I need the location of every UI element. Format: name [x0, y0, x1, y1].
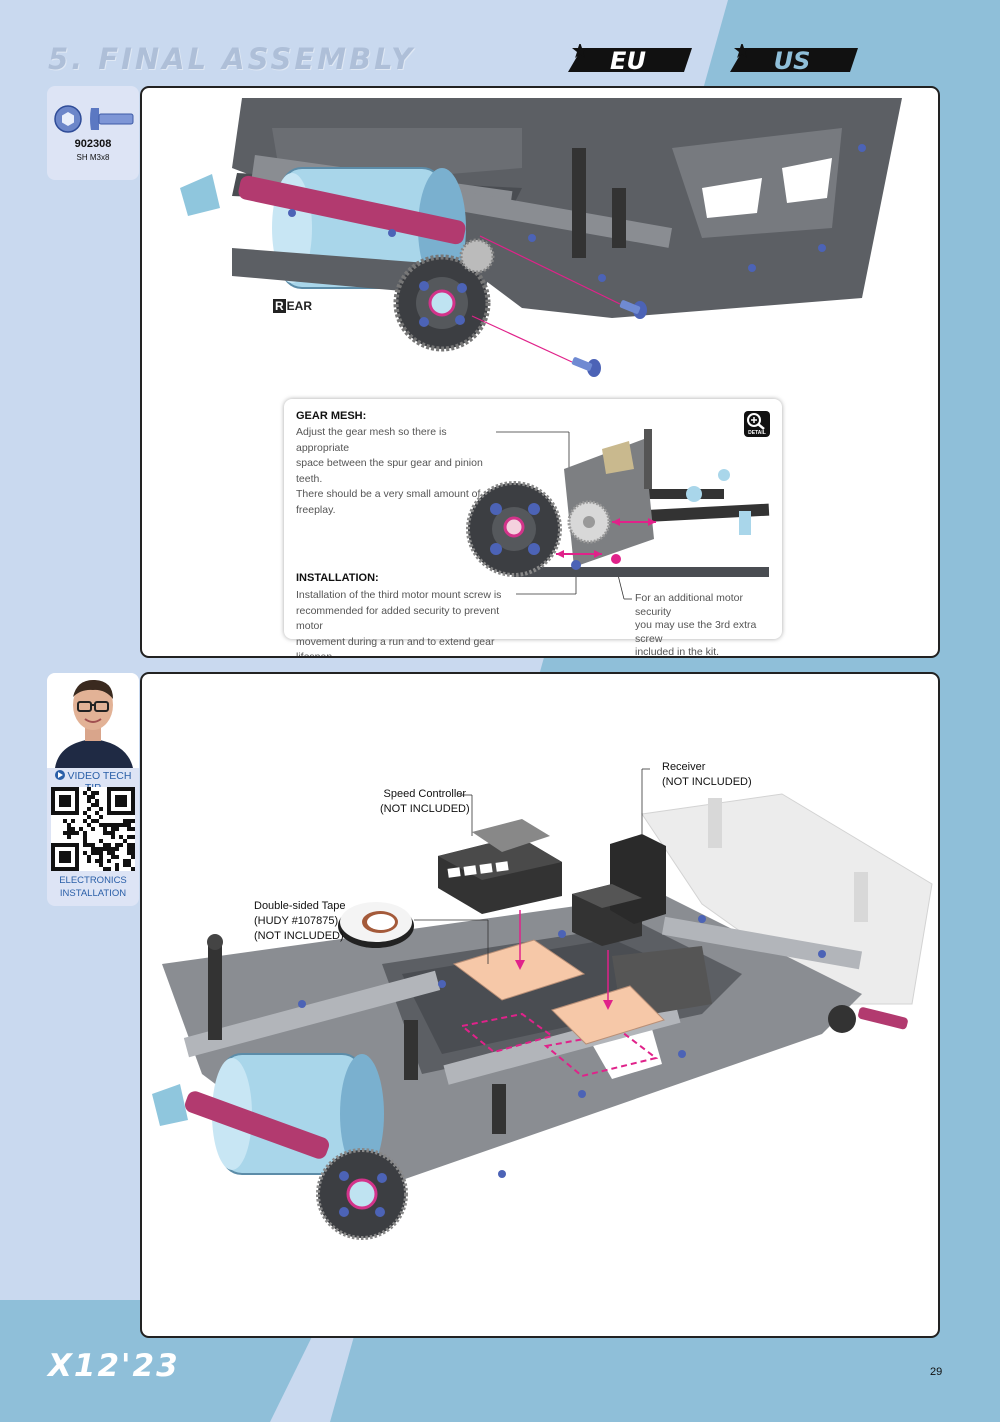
section-title: 5. FINAL ASSEMBLY: [48, 42, 416, 76]
model-logo: X12'23: [48, 1348, 180, 1384]
speed-controller-icon: [438, 819, 562, 914]
part-number: 902308: [74, 138, 112, 150]
eu-logo: EU: [568, 44, 692, 75]
receiver-callout: Receiver (NOT INCLUDED): [662, 761, 752, 788]
star-icon: [734, 44, 750, 58]
play-icon: [54, 770, 65, 780]
gear-mesh-text-line: Adjust the gear mesh so there is appropr…: [296, 426, 447, 454]
gear-mesh-text-line: There should be a very small amount of f…: [296, 488, 481, 516]
bottom-assembly-panel: Receiver (NOT INCLUDED) Speed Controller…: [140, 672, 940, 1338]
double-sided-tape-callout: Double-sided Tape (HUDY #107875) (NOT IN…: [254, 900, 346, 942]
detail-magnifier-icon: DETAIL: [744, 411, 770, 437]
gear-mesh-detail-box: GEAR MESH: Adjust the gear mesh so there…: [284, 399, 782, 656]
video-tech-tip-label[interactable]: VIDEO TECH TIP: [47, 770, 139, 794]
installation-title: INSTALLATION:: [296, 572, 379, 584]
rear-chassis-illustration: [180, 98, 902, 377]
gear-mesh-title: GEAR MESH:: [296, 410, 367, 422]
video-tech-tip-card[interactable]: VIDEO TECH TIP ELECTRONICS INSTALLATION: [47, 673, 139, 906]
page-number: 29: [930, 1366, 943, 1378]
electronics-installation-caption: ELECTRONICS INSTALLATION: [59, 875, 127, 899]
part-spec: SH M3x8: [76, 153, 110, 162]
extra-screw-text-line: For an additional motor security: [635, 592, 743, 618]
extra-screw-text-line: included in the kit.: [635, 646, 720, 658]
technician-portrait: [47, 673, 139, 768]
us-logo: US: [730, 44, 858, 75]
tape-roll-icon: [338, 902, 414, 948]
installation-text-line: Installation of the third motor mount sc…: [296, 589, 502, 601]
receiver-icon: [572, 834, 666, 946]
gear-mesh-text-line: space between the spur gear and pinion t…: [296, 457, 483, 485]
installation-text-line: recommended for added security to preven…: [296, 604, 500, 633]
extra-screw-text-line: you may use the 3rd extra screw: [635, 619, 757, 645]
screw-icon: [571, 357, 601, 377]
electronics-installation-illustration: [152, 768, 933, 1240]
parts-card: 902308 SH M3x8: [47, 86, 139, 180]
speed-controller-callout: Speed Controller (NOT INCLUDED): [380, 788, 470, 815]
qr-code[interactable]: [51, 787, 135, 871]
eu-logo-text: EU: [610, 47, 646, 75]
screw-icon: [619, 300, 647, 319]
hex-screw-icon: [54, 105, 134, 133]
installation-text-line: movement during a run and to extend gear…: [296, 635, 495, 658]
us-logo-text: US: [774, 47, 811, 75]
star-icon: [572, 44, 588, 58]
